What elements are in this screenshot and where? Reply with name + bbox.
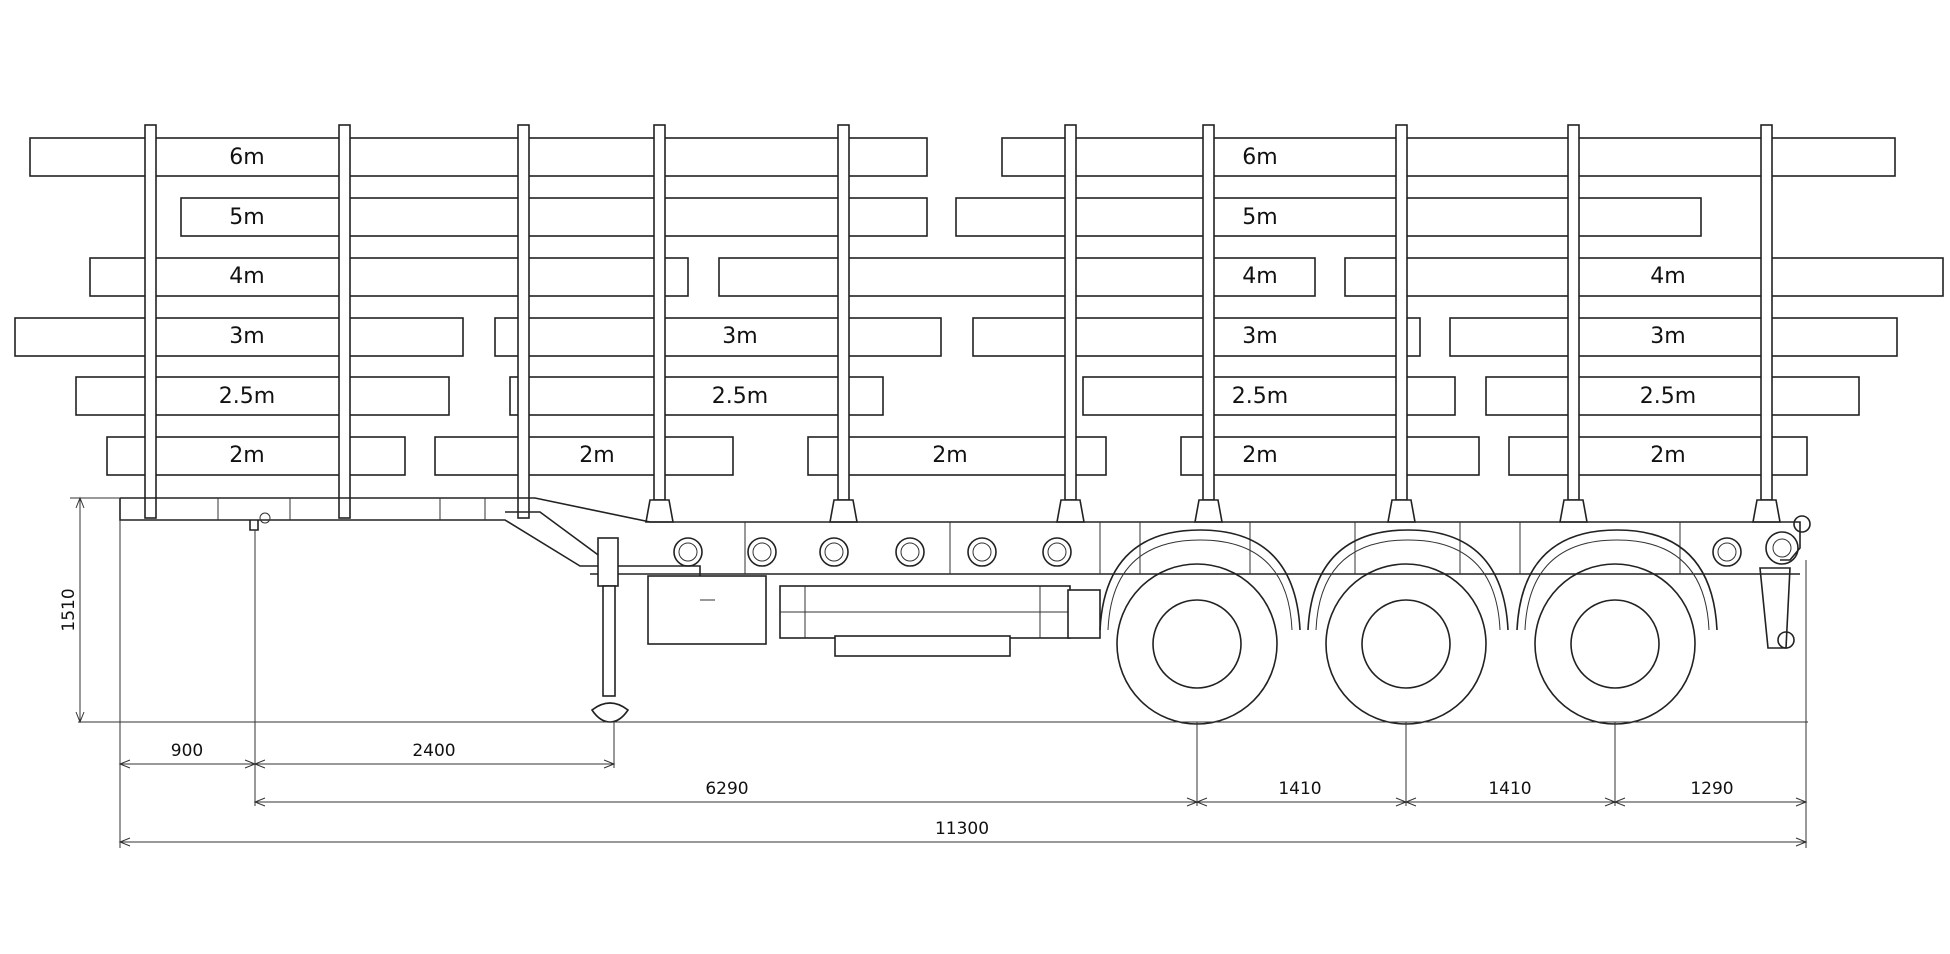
log-label: 3m: [1650, 324, 1685, 349]
wheel: [1516, 529, 1718, 725]
log-row-4m: 4m 4m 4m: [89, 257, 1944, 297]
stake: [645, 124, 674, 523]
dim-row-2: 6290 1410 1410 1290: [253, 779, 1808, 807]
dim-height: 1510: [59, 496, 120, 724]
wheel: [1099, 529, 1301, 725]
log-segment: [972, 317, 1421, 357]
dim-rear-overhang-label: 1290: [1690, 779, 1733, 799]
log-label: 4m: [1650, 264, 1685, 289]
log-label: 2m: [229, 443, 264, 468]
log-segment: [509, 376, 884, 416]
log-segment: [29, 137, 928, 177]
log-segment: [1508, 436, 1808, 476]
log-row-2m: 2m 2m 2m 2m 2m: [106, 436, 1808, 476]
log-segment: [89, 257, 689, 297]
log-label: 3m: [1242, 324, 1277, 349]
log-segment: [1485, 376, 1860, 416]
wheel: [1307, 529, 1509, 725]
log-segment: [180, 197, 928, 237]
log-label: 2m: [1650, 443, 1685, 468]
dim-axle-spacing-1-label: 1410: [1278, 779, 1321, 799]
log-row-2-5m: 2.5m 2.5m 2.5m 2.5m: [75, 376, 1860, 416]
log-segment: [434, 436, 734, 476]
stake: [1194, 124, 1223, 523]
log-label: 2m: [932, 443, 967, 468]
log-segment: [1180, 436, 1480, 476]
log-label: 2.5m: [219, 384, 275, 409]
stake: [144, 124, 157, 519]
dim-front-overhang-label: 900: [171, 741, 203, 761]
log-segment: [494, 317, 942, 357]
log-label: 2.5m: [712, 384, 768, 409]
log-row-6m: 6m 6m: [29, 137, 1896, 177]
log-label: 5m: [1242, 205, 1277, 230]
log-segment: [1001, 137, 1896, 177]
dim-overall-length-label: 11300: [935, 819, 989, 839]
stake: [829, 124, 858, 523]
stakes: [144, 124, 1781, 523]
log-segment: [718, 257, 1316, 297]
stake: [1752, 124, 1781, 523]
log-label: 2m: [579, 443, 614, 468]
log-segment: [1449, 317, 1898, 357]
log-label: 2.5m: [1232, 384, 1288, 409]
log-segment: [1344, 257, 1944, 297]
log-segment: [14, 317, 464, 357]
log-label: 6m: [1242, 145, 1277, 170]
log-row-5m: 5m 5m: [180, 197, 1702, 237]
dim-kingpin-landing-label: 2400: [412, 741, 455, 761]
dimension-lines: 1510 900 2400 6290 1410 1410 1290 11300: [59, 496, 1808, 848]
dim-row-3: 11300: [118, 819, 1808, 847]
trailer-chassis: [119, 497, 1811, 723]
log-segment: [75, 376, 450, 416]
dim-height-label: 1510: [59, 588, 79, 631]
log-label: 4m: [229, 264, 264, 289]
stake: [338, 124, 351, 519]
log-label: 2.5m: [1640, 384, 1696, 409]
log-segment: [1082, 376, 1456, 416]
log-label: 2m: [1242, 443, 1277, 468]
log-rows: 6m 6m 5m 5m 4m 4m 4m 3m 3m 3m: [14, 137, 1944, 476]
log-label: 5m: [229, 205, 264, 230]
stake: [517, 124, 530, 519]
log-row-3m: 3m 3m 3m 3m: [14, 317, 1898, 357]
log-label: 3m: [722, 324, 757, 349]
log-label: 4m: [1242, 264, 1277, 289]
log-label: 6m: [229, 145, 264, 170]
dim-kingpin-axle-label: 6290: [705, 779, 748, 799]
log-segment: [807, 436, 1107, 476]
axles: [1099, 529, 1718, 725]
stake: [1056, 124, 1085, 523]
dim-row-1: 900 2400: [118, 741, 616, 769]
dim-axle-spacing-2-label: 1410: [1488, 779, 1531, 799]
log-label: 3m: [229, 324, 264, 349]
